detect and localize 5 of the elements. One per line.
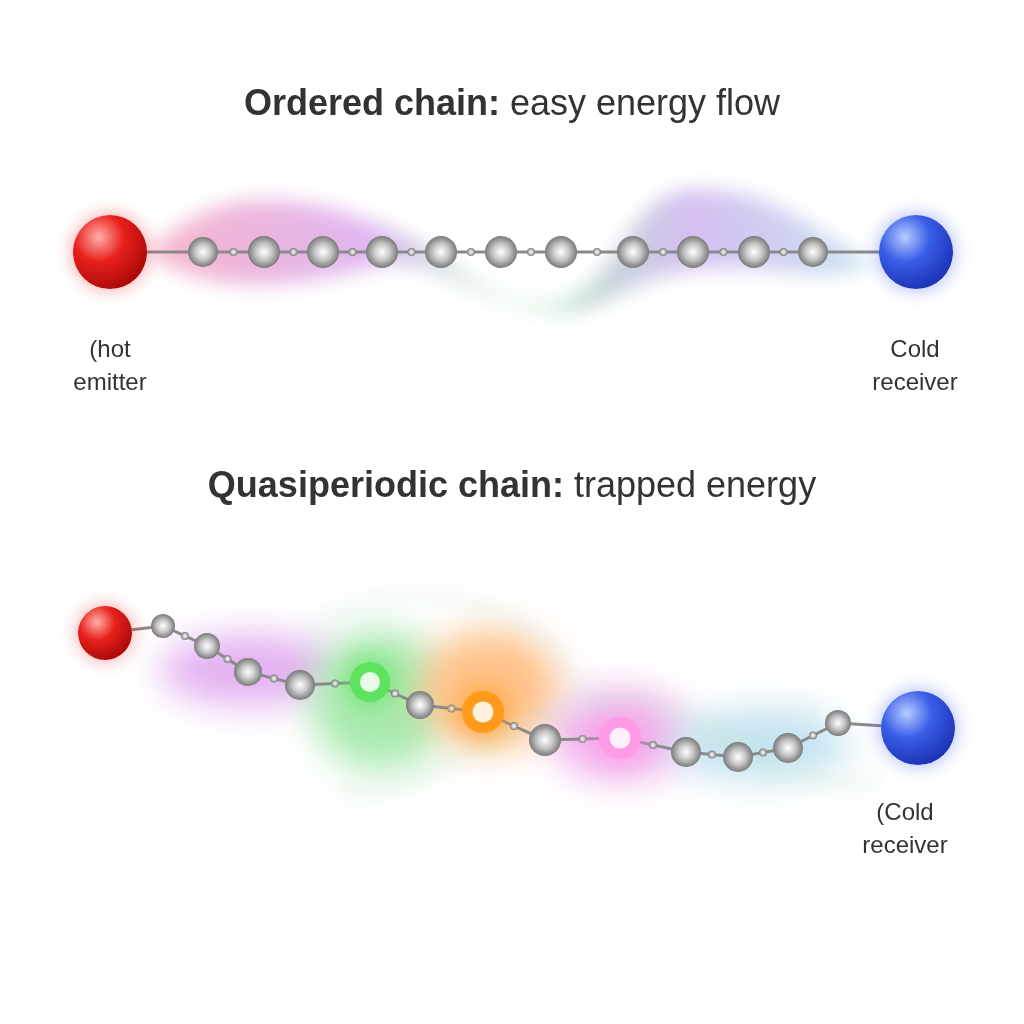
section-heading: Ordered chain: easy energy flow	[242, 85, 782, 121]
sphere-caption: (Cold receiver	[861, 797, 949, 860]
section-heading: Quasiperiodic chain: trapped energy	[206, 467, 818, 503]
sphere-caption: Cold receiver	[871, 334, 959, 397]
sphere-caption: (hot emitter	[72, 334, 148, 397]
